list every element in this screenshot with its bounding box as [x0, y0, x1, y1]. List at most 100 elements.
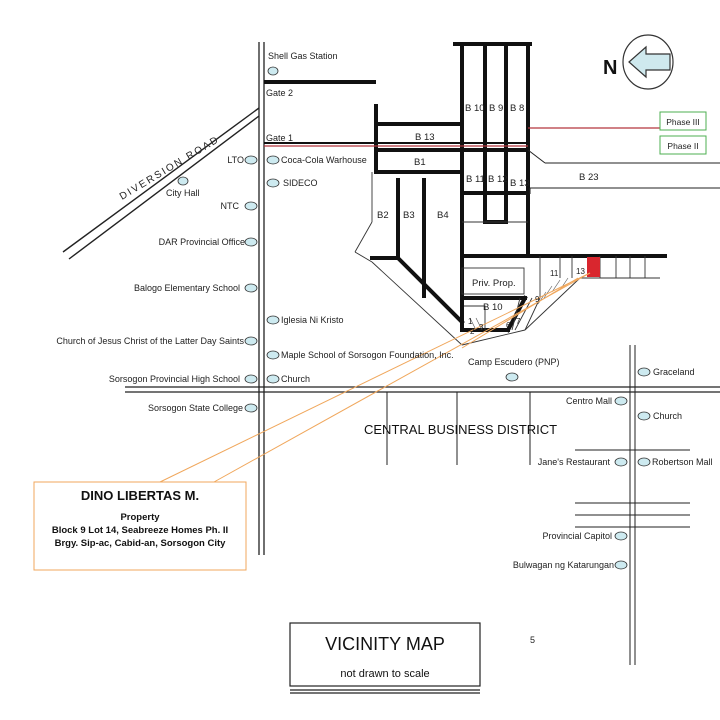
- landmark-graceland: Graceland: [637, 367, 695, 377]
- lot-label: 13: [576, 267, 585, 276]
- diversion-road: [62, 107, 260, 260]
- subject-lot: [587, 257, 600, 277]
- lot-label: 1: [468, 317, 473, 326]
- block-label: B2: [377, 210, 389, 221]
- landmark-marker-icon: [637, 411, 651, 421]
- landmark-label: NTC: [221, 201, 240, 211]
- north-indicator: N: [603, 34, 674, 90]
- block-label: B 10: [483, 302, 503, 313]
- landmark-marker-icon: [267, 66, 279, 76]
- cbd-label: CENTRAL BUSINESS DISTRICT: [364, 422, 557, 437]
- block-label: B3: [403, 210, 415, 221]
- block-label: B 11: [466, 174, 485, 185]
- landmark-label: Iglesia Ni Kristo: [281, 315, 344, 325]
- title-box: VICINITY MAP not drawn to scale: [289, 622, 481, 694]
- north-arrow-icon: [622, 34, 674, 90]
- lot-label: 7: [516, 317, 521, 326]
- landmark-ntc: NTC: [221, 201, 258, 211]
- lot-label: 2: [470, 327, 475, 336]
- landmark-label: Sorsogon State College: [148, 403, 243, 413]
- owner-name: DINO LIBERTAS M.: [81, 488, 199, 503]
- landmark-iglesia: Iglesia Ni Kristo: [266, 315, 344, 325]
- landmark-sideco: SIDECO: [266, 178, 318, 188]
- shell-gas-station-label: Shell Gas Station: [268, 51, 338, 61]
- left-landmarks: LTO City Hall NTC DAR Provincial Office …: [56, 155, 258, 413]
- block-labels: B 10 B 9 B 8 B 13 B1 B 11 B 12 B 13 B 23…: [377, 103, 599, 313]
- landmark-dar-office: DAR Provincial Office: [159, 237, 258, 247]
- landmark-label: DAR Provincial Office: [159, 237, 245, 247]
- block-label: B 12: [488, 174, 508, 185]
- phase-2-box: Phase II: [659, 135, 707, 155]
- lot-label: 6: [506, 321, 511, 330]
- main-vertical-road: [258, 42, 265, 555]
- landmark-marker-icon: [244, 283, 258, 293]
- landmark-label: Coca-Cola Warhouse: [281, 155, 367, 165]
- mid-landmarks: Coca-Cola Warhouse SIDECO Iglesia Ni Kri…: [266, 155, 560, 384]
- owner-address-line: Block 9 Lot 14, Seabreeze Homes Ph. II: [52, 525, 228, 536]
- landmark-marker-icon: [266, 178, 280, 188]
- landmark-marker-icon: [266, 374, 280, 384]
- shell-gas-station: Shell Gas Station: [267, 51, 338, 76]
- landmark-label: Provincial Capitol: [542, 531, 612, 541]
- landmark-label: Church: [653, 411, 682, 421]
- landmark-label: City Hall: [166, 188, 200, 198]
- landmark-balogo-school: Balogo Elementary School: [134, 283, 258, 293]
- landmark-marker-icon: [244, 201, 258, 211]
- landmark-church-right: Church: [637, 411, 682, 421]
- landmark-lto: LTO: [227, 155, 258, 165]
- lot-label: 9: [535, 295, 540, 304]
- landmark-label: Balogo Elementary School: [134, 283, 240, 293]
- phase-3-label: Phase III: [666, 117, 700, 127]
- landmark-label: Jane's Restaurant: [538, 457, 611, 467]
- block-label: B 10: [465, 103, 485, 114]
- page-number: 5: [530, 635, 535, 645]
- phase-3-box: Phase III: [659, 111, 707, 131]
- landmark-robertson-mall: Robertson Mall: [637, 457, 713, 467]
- lot-label: 11: [550, 269, 559, 278]
- landmark-marker-icon: [244, 374, 258, 384]
- block-label: B 13: [510, 178, 530, 189]
- north-label: N: [603, 57, 617, 79]
- gate-1-label: Gate 1: [266, 133, 293, 143]
- landmark-coca-cola: Coca-Cola Warhouse: [266, 155, 367, 165]
- landmark-marker-icon: [614, 531, 628, 541]
- landmark-label: Maple School of Sorsogon Foundation, Inc…: [281, 350, 454, 360]
- landmark-label: Sorsogon Provincial High School: [109, 374, 240, 384]
- block-label: B 13: [415, 132, 435, 143]
- landmark-marker-icon: [244, 336, 258, 346]
- landmark-maple-school: Maple School of Sorsogon Foundation, Inc…: [266, 350, 454, 360]
- phase-2-label: Phase II: [667, 141, 698, 151]
- landmark-church-lds: Church of Jesus Christ of the Latter Day…: [56, 336, 258, 346]
- landmark-janes-restaurant: Jane's Restaurant: [538, 457, 628, 467]
- subdivision-outline: [354, 172, 660, 346]
- landmark-marker-icon: [244, 155, 258, 165]
- landmark-centro-mall: Centro Mall: [566, 396, 628, 406]
- landmark-marker-icon: [266, 155, 280, 165]
- owner-barangay-line: Brgy. Sip-ac, Cabid-an, Sorsogon City: [55, 538, 227, 549]
- landmark-marker-icon: [637, 457, 651, 467]
- landmark-sorsogon-high-school: Sorsogon Provincial High School: [109, 374, 258, 384]
- landmark-marker-icon: [614, 560, 628, 570]
- right-landmarks: Graceland Centro Mall Church Jane's Rest…: [513, 367, 713, 570]
- landmark-label: Graceland: [653, 367, 695, 377]
- landmark-marker-icon: [244, 237, 258, 247]
- map-title: VICINITY MAP: [325, 634, 445, 654]
- block-label: B 9: [489, 103, 503, 114]
- landmark-provincial-capitol: Provincial Capitol: [542, 531, 628, 541]
- gate-2-label: Gate 2: [266, 88, 293, 98]
- block-label: B 23: [579, 172, 599, 183]
- landmark-label: Camp Escudero (PNP): [468, 357, 560, 367]
- map-subtitle: not drawn to scale: [340, 668, 429, 680]
- landmark-bulwagan: Bulwagan ng Katarungan: [513, 560, 628, 570]
- leader-lines: [159, 272, 591, 483]
- phase-lines: [264, 127, 720, 194]
- landmark-label: LTO: [227, 155, 244, 165]
- landmark-marker-icon: [505, 372, 519, 382]
- owner-property-line: Property: [120, 512, 160, 523]
- lot-labels: 1 2 3 6 7 9 11 13: [468, 267, 585, 336]
- landmark-label: Centro Mall: [566, 396, 612, 406]
- main-horizontal-road: [125, 386, 720, 393]
- subdivision-roads: [370, 42, 667, 333]
- block-label: B1: [414, 157, 426, 168]
